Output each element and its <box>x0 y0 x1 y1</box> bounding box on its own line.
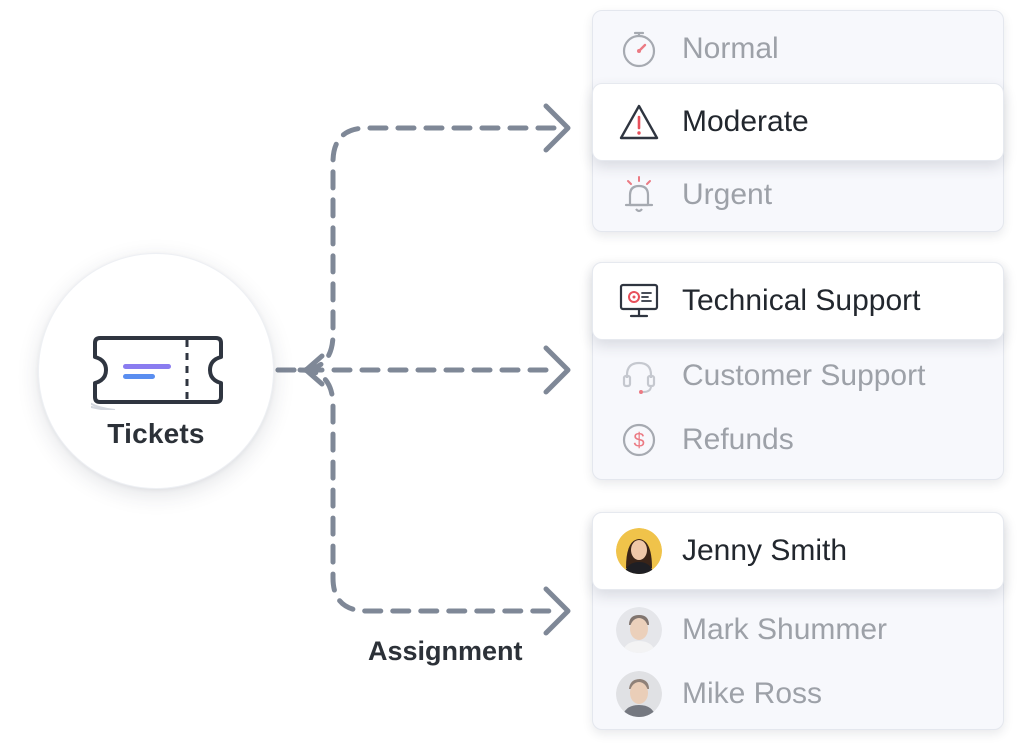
priority-item-urgent[interactable]: Urgent <box>593 165 1003 225</box>
avatar <box>616 607 662 653</box>
priority-label: Urgent <box>682 178 773 211</box>
department-item-technical-support[interactable]: Technical Support <box>592 262 1004 340</box>
department-list: Technical Support Customer Support $ Ref… <box>592 262 1004 480</box>
stopwatch-icon <box>616 26 662 72</box>
connector-label: Assignment <box>368 636 523 666</box>
headset-icon <box>616 353 662 399</box>
priority-label: Normal <box>682 32 779 65</box>
ticket-icon <box>82 326 225 415</box>
connector-to-assignee <box>297 367 559 614</box>
priority-list: Normal Moderate Urgent <box>592 10 1004 232</box>
priority-item-normal[interactable]: Normal <box>593 19 1003 79</box>
department-item-refunds[interactable]: $ Refunds <box>593 409 1003 471</box>
priority-label: Moderate <box>682 105 809 138</box>
department-label: Customer Support <box>682 359 926 392</box>
avatar <box>616 671 662 717</box>
monitor-gear-icon <box>616 278 662 324</box>
department-label: Refunds <box>682 423 794 456</box>
arrowhead-origin <box>303 353 325 387</box>
arrowhead-department <box>543 345 571 395</box>
bell-alert-icon <box>616 172 662 218</box>
connector-to-priority <box>275 125 559 373</box>
tickets-hub[interactable]: Tickets <box>38 253 274 489</box>
department-item-customer-support[interactable]: Customer Support <box>593 345 1003 407</box>
assignee-item-jenny-smith[interactable]: Jenny Smith <box>592 512 1004 590</box>
svg-text:$: $ <box>633 430 644 452</box>
assignee-label: Jenny Smith <box>682 534 848 567</box>
warning-triangle-icon <box>616 99 662 145</box>
assignee-item-mike-ross[interactable]: Mike Ross <box>593 663 1003 725</box>
assignee-label: Mike Ross <box>682 677 823 710</box>
assignee-item-mark-shummer[interactable]: Mark Shummer <box>593 599 1003 661</box>
hub-label: Tickets <box>107 418 205 449</box>
arrowhead-priority <box>543 103 571 153</box>
arrowhead-assignee <box>543 586 571 636</box>
assignee-label: Mark Shummer <box>682 613 888 646</box>
assignee-list: Jenny Smith Mark Shummer Mike Ross <box>592 512 1004 730</box>
dollar-coin-icon: $ <box>616 417 662 463</box>
department-label: Technical Support <box>682 284 921 317</box>
priority-item-moderate[interactable]: Moderate <box>592 83 1004 161</box>
avatar <box>616 528 662 574</box>
